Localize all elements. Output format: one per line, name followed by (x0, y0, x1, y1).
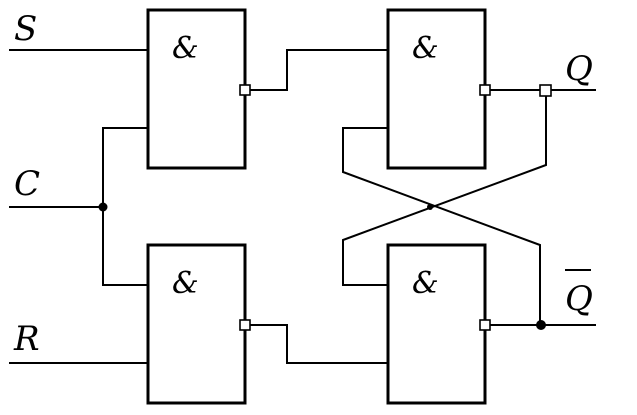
label-q: Q (565, 49, 593, 89)
wire-c-to-gate1 (102, 127, 149, 208)
nand-gate-1 (146, 8, 247, 170)
label-s: S (14, 9, 37, 49)
wire-c-to-gate3 (102, 206, 149, 286)
inverter-bubble-3 (239, 319, 251, 331)
nand-gate-3 (146, 243, 247, 405)
nand-gate-4 (386, 243, 487, 405)
nand-gate-2 (386, 8, 487, 170)
wire-gate3-to-gate4 (249, 324, 389, 364)
gate-3-symbol: & (172, 266, 199, 301)
inverter-bubble-4 (479, 319, 491, 331)
wire-qbar-feedback (342, 127, 541, 326)
label-c: C (14, 164, 40, 204)
gate-2-symbol: & (412, 31, 439, 66)
inverter-bubble-1 (239, 84, 251, 96)
label-q-bar: Q (565, 279, 593, 319)
node-q (539, 84, 552, 97)
wire-q-feedback (342, 89, 547, 286)
label-r: R (13, 319, 40, 359)
gate-1-symbol: & (172, 31, 199, 66)
junction-crossover (427, 204, 433, 210)
gate-4-symbol: & (412, 266, 439, 301)
wire-gate1-to-gate2 (249, 49, 389, 91)
inverter-bubble-2 (479, 84, 491, 96)
junction-c (98, 202, 108, 212)
junction-qbar (536, 320, 546, 330)
